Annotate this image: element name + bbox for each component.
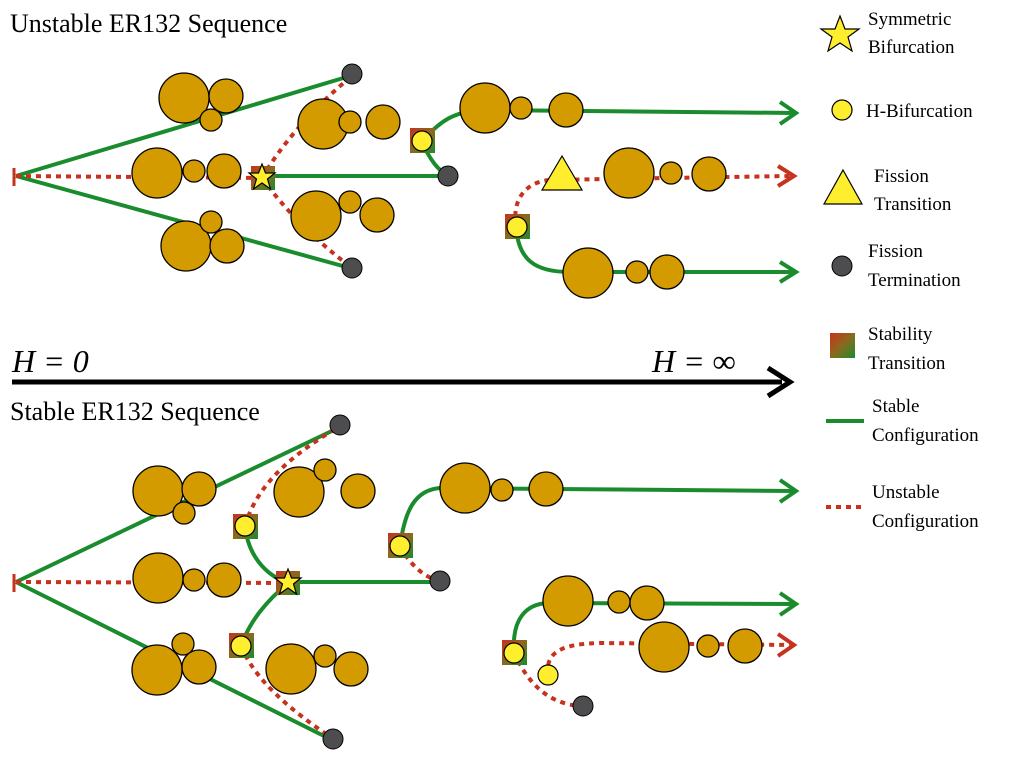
legend-item-unstable: Unstable Configuration [826, 482, 979, 532]
legend-label: Stable [872, 396, 920, 417]
legend-label: Unstable [872, 482, 940, 503]
droplet-config [160, 210, 245, 272]
droplet-config [265, 643, 369, 695]
h-bifurcation-marker [503, 642, 525, 664]
legend-label: Termination [868, 270, 961, 291]
droplet-config [273, 458, 376, 518]
h-axis: H = 0 H = ∞ [11, 343, 795, 399]
fission-termination-marker [322, 728, 344, 750]
legend-item-hbif: H-Bifurcation [831, 99, 973, 122]
h-bifurcation-marker [234, 515, 256, 537]
h-bifurcation-marker [537, 664, 559, 686]
legend-item-stability: Stability Transition [830, 324, 946, 374]
legend-item-fission-term: Fission Termination [831, 241, 961, 291]
legend: Symmetric Bifurcation H-Bifurcation Fiss… [819, 9, 979, 532]
legend-label: Configuration [872, 425, 979, 446]
droplet-config [603, 147, 727, 199]
legend-label: Transition [874, 194, 952, 215]
droplet-config [131, 632, 217, 696]
triangle-icon [822, 168, 864, 205]
h-bifurcation-marker [230, 635, 252, 657]
droplet-config [542, 575, 665, 627]
legend-label: Fission [874, 166, 929, 187]
legend-label: Bifurcation [868, 37, 955, 58]
star-icon [819, 14, 861, 53]
dot-icon [831, 255, 853, 277]
legend-label: Transition [868, 353, 946, 374]
square-gradient-icon [830, 333, 855, 358]
droplet-config [158, 72, 244, 132]
fission-termination-marker [572, 695, 594, 717]
fission-termination-marker [437, 165, 459, 187]
fission-termination-marker [429, 570, 451, 592]
legend-label: Stability [868, 324, 933, 345]
h-bifurcation-marker [506, 216, 528, 238]
h-infinity-label: H = ∞ [651, 343, 736, 379]
top-panel-title: Unstable ER132 Sequence [10, 9, 287, 38]
droplet-config [132, 552, 242, 604]
droplet-config [290, 190, 395, 242]
legend-item-fission-trans: Fission Transition [822, 166, 952, 215]
droplet-config [131, 147, 242, 199]
legend-label: Symmetric [868, 9, 951, 30]
h-bifurcation-marker [389, 535, 411, 557]
fission-transition-marker [540, 154, 584, 191]
droplet-config [459, 82, 584, 134]
droplet-config [439, 462, 564, 514]
fission-termination-marker [341, 63, 363, 85]
legend-label: H-Bifurcation [866, 101, 973, 122]
droplet-config [562, 247, 685, 299]
circle-icon [831, 99, 853, 121]
legend-label: Configuration [872, 511, 979, 532]
legend-item-symmetric: Symmetric Bifurcation [819, 9, 955, 58]
top-panel [12, 63, 800, 299]
fission-termination-marker [329, 414, 351, 436]
symmetric-bifurcation-marker [273, 567, 303, 596]
droplet-config [297, 98, 401, 150]
fission-termination-marker [341, 257, 363, 279]
bottom-panel-title: Stable ER132 Sequence [10, 397, 260, 426]
symmetric-bifurcation-marker [247, 162, 277, 191]
h-bifurcation-marker [411, 130, 433, 152]
h-zero-label: H = 0 [11, 343, 89, 379]
legend-label: Fission [868, 241, 923, 262]
legend-item-stable: Stable Configuration [826, 396, 979, 446]
droplet-config [132, 465, 217, 525]
droplet-config [638, 621, 763, 673]
bottom-panel [12, 414, 800, 750]
